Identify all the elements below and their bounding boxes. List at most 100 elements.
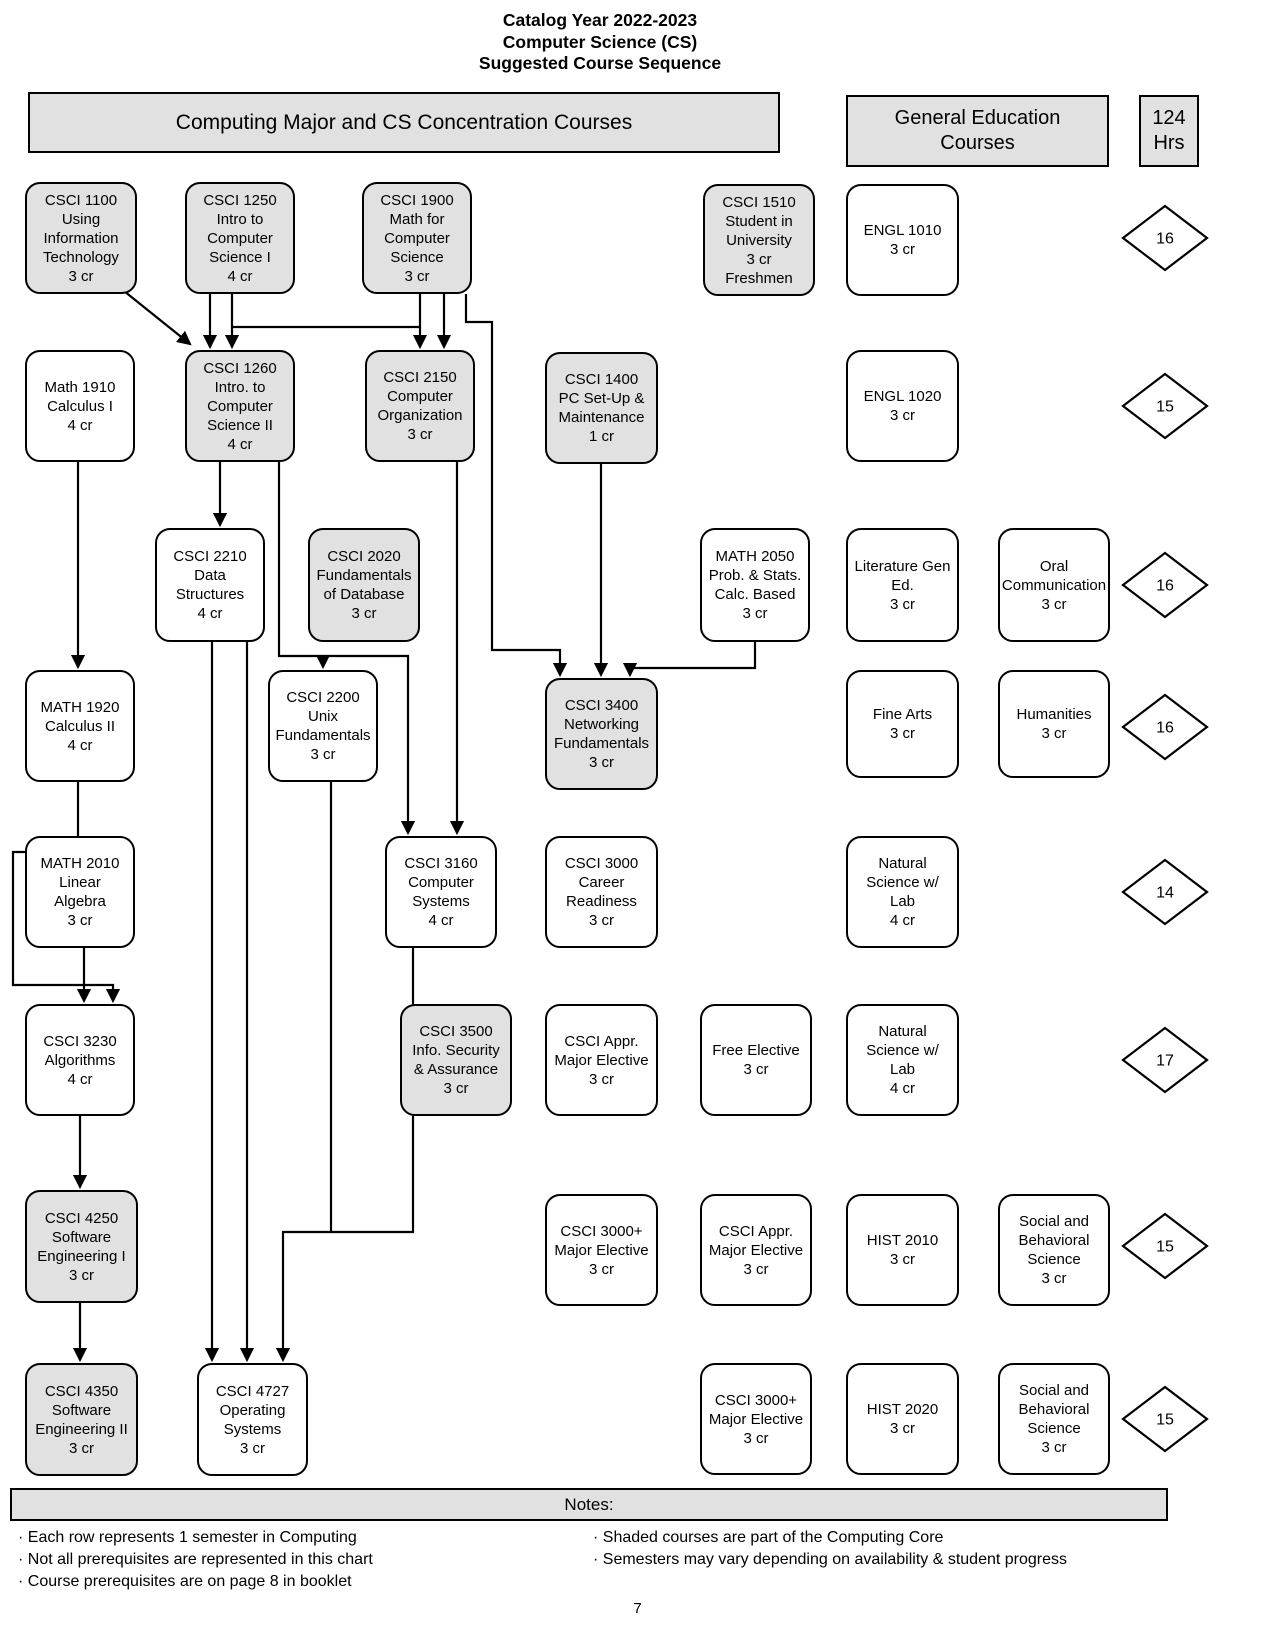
course-line: 3 cr — [1041, 595, 1067, 613]
total-hours-box: 124 Hrs — [1139, 95, 1199, 167]
course-line: 3 cr — [743, 1260, 769, 1278]
course-line: CSCI 4250 — [44, 1209, 119, 1227]
semester-2-hours-value: 15 — [1156, 399, 1174, 416]
course-box-hist2010: HIST 2010 3 cr — [846, 1194, 959, 1306]
semester-7-hours-diamond — [1121, 1212, 1209, 1280]
course-line: Major Elective — [708, 1241, 804, 1259]
course-line: HIST 2010 — [866, 1232, 939, 1249]
course-line: 3 cr — [889, 725, 915, 742]
course-line: 3 cr — [746, 250, 772, 268]
semester-1-hours-value: 16 — [1156, 231, 1174, 248]
course-line: CSCI 3400 — [564, 697, 639, 714]
course-line: Career — [578, 874, 625, 891]
course-line: 4 cr — [889, 1080, 915, 1097]
course-line: Computer — [207, 229, 273, 247]
course-line: Behavioral — [1018, 1401, 1090, 1418]
course-line: Systems — [412, 893, 470, 910]
course-line: Major Elective — [554, 1051, 649, 1069]
course-line: CSCI 3000 — [564, 855, 639, 872]
course-line: 4 cr — [67, 416, 93, 434]
course-line: Behavioral — [1018, 1232, 1090, 1249]
semester-4-hours-diamond — [1121, 693, 1209, 761]
course-line: 3 cr — [889, 1251, 915, 1268]
course-line: Prob. & Stats. — [708, 567, 802, 584]
semester-6-hours-diamond — [1121, 1026, 1209, 1094]
course-line: Calculus I — [47, 397, 113, 415]
course-line: Communication — [1001, 576, 1107, 594]
course-line: Engineering II — [35, 1420, 128, 1438]
course-line: 4 cr — [67, 736, 93, 754]
course-line: 3 cr — [588, 754, 614, 771]
prereq-arrow-csci1100-to-csci1260 — [123, 290, 192, 346]
course-line: Student in — [725, 212, 793, 230]
notes-bar-label: Notes: — [564, 1494, 614, 1514]
course-line: 3 cr — [743, 1429, 769, 1447]
course-line: 4 cr — [428, 912, 454, 929]
course-line: CSCI 3160 — [404, 855, 478, 872]
course-line: 3 cr — [588, 1260, 614, 1278]
course-line: ENGL 1020 — [863, 388, 942, 405]
course-line: MATH 2050 — [715, 548, 795, 565]
semester-6-hours-value: 17 — [1156, 1053, 1174, 1070]
title-subtitle: Suggested Course Sequence — [478, 53, 722, 73]
course-line: 3 cr — [68, 267, 94, 285]
general-education-header-label: General Education Courses — [894, 107, 1061, 154]
course-line: Natural — [878, 855, 927, 872]
prereq-arrow-csci3160-to-csci4727 — [275, 948, 415, 1363]
course-line: Data — [194, 567, 226, 584]
course-line: Math for — [389, 210, 445, 228]
course-line: Readiness — [566, 893, 637, 910]
course-line: Structures — [175, 586, 245, 603]
course-line: Computer — [408, 874, 474, 891]
course-line: 3 cr — [588, 1070, 614, 1088]
semester-2-hours-diamond — [1121, 372, 1209, 440]
course-line: 3 cr — [443, 1080, 469, 1097]
course-line: 3 cr — [310, 746, 336, 763]
semester-7-hours-value: 15 — [1156, 1239, 1174, 1256]
course-line: Science II — [207, 416, 273, 434]
semester-5-hours-diamond — [1121, 858, 1209, 926]
semester-3-hours-value: 16 — [1156, 578, 1174, 595]
course-line: Engineering I — [37, 1247, 126, 1265]
notes-left-column: · Each row represents 1 semester in Comp… — [18, 1527, 373, 1593]
course-line: CSCI 2210 — [173, 548, 247, 565]
course-line: 3 cr — [67, 912, 93, 929]
course-line: Oral — [1039, 557, 1069, 575]
course-line: Maintenance — [558, 409, 645, 426]
course-line: MATH 1920 — [40, 698, 120, 716]
course-line: CSCI 3500 — [419, 1023, 493, 1040]
course-line: Information — [43, 229, 119, 247]
course-line: CSCI 1100 — [44, 191, 118, 209]
course-line: 3 cr — [742, 605, 768, 622]
course-line: Major Elective — [554, 1241, 649, 1259]
course-line: Algebra — [54, 893, 106, 910]
course-line: 1 cr — [588, 428, 614, 445]
course-line: Math 1910 — [44, 378, 116, 396]
course-line: 4 cr — [889, 912, 915, 929]
course-line: Natural — [878, 1023, 927, 1040]
course-line: Science — [1027, 1251, 1081, 1268]
course-line: Technology — [43, 248, 119, 266]
computing-major-header: Computing Major and CS Concentration Cou… — [28, 92, 780, 153]
course-line: Software — [51, 1228, 112, 1246]
computing-major-header-label: Computing Major and CS Concentration Cou… — [175, 110, 633, 134]
course-line: CSCI 4727 — [215, 1382, 290, 1400]
course-line: Computer — [384, 229, 450, 247]
